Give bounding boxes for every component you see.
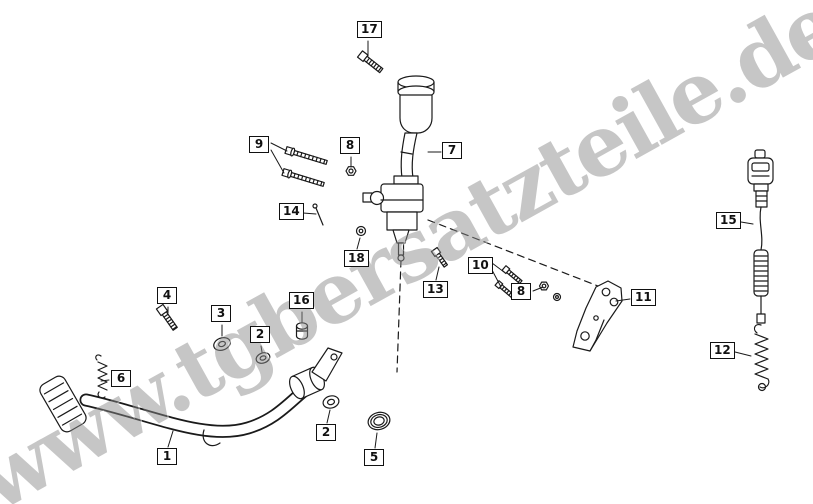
washer-18 [355, 225, 367, 237]
callout-10: 10 [468, 257, 493, 274]
callout-18: 18 [344, 250, 369, 267]
callout-13: 13 [423, 281, 448, 298]
seal-5 [367, 411, 391, 431]
callout-4: 4 [157, 287, 177, 304]
callout-11: 11 [631, 289, 656, 306]
washer-3 [213, 337, 231, 351]
callout-7: 7 [442, 142, 462, 159]
callout-8b: 8 [511, 283, 531, 300]
callout-3: 3 [211, 305, 231, 322]
brake-pedal [39, 347, 343, 447]
bolt-17 [356, 50, 384, 74]
bracket-11 [572, 280, 623, 352]
callout-2b: 2 [316, 424, 336, 441]
pedal-pad [39, 375, 87, 433]
spring-6 [95, 354, 108, 399]
leader-lines [100, 40, 754, 449]
screws-9 [281, 146, 328, 187]
washer-2b [322, 395, 340, 409]
callout-15: 15 [716, 212, 741, 229]
callout-2: 2 [250, 326, 270, 343]
bushing-16 [295, 322, 309, 340]
assembly-dashed-lines [396, 219, 599, 373]
washer-2 [255, 352, 271, 364]
nut-8 [345, 166, 357, 176]
bolt-4 [155, 303, 178, 331]
pedal-stop-hook [202, 429, 221, 447]
switch-cable-15 [747, 149, 774, 324]
callout-9: 9 [249, 136, 269, 153]
bolt-13 [430, 246, 448, 268]
callout-14: 14 [279, 203, 304, 220]
callout-5: 5 [364, 449, 384, 466]
nut-8b [538, 281, 562, 302]
spring-12 [753, 324, 770, 392]
reservoir-master-cylinder [362, 75, 435, 262]
callout-17: 17 [357, 21, 382, 38]
callout-8: 8 [340, 137, 360, 154]
callout-16: 16 [289, 292, 314, 309]
callout-6: 6 [111, 370, 131, 387]
callout-1: 1 [157, 448, 177, 465]
callout-12: 12 [710, 342, 735, 359]
pin-14 [312, 203, 324, 226]
